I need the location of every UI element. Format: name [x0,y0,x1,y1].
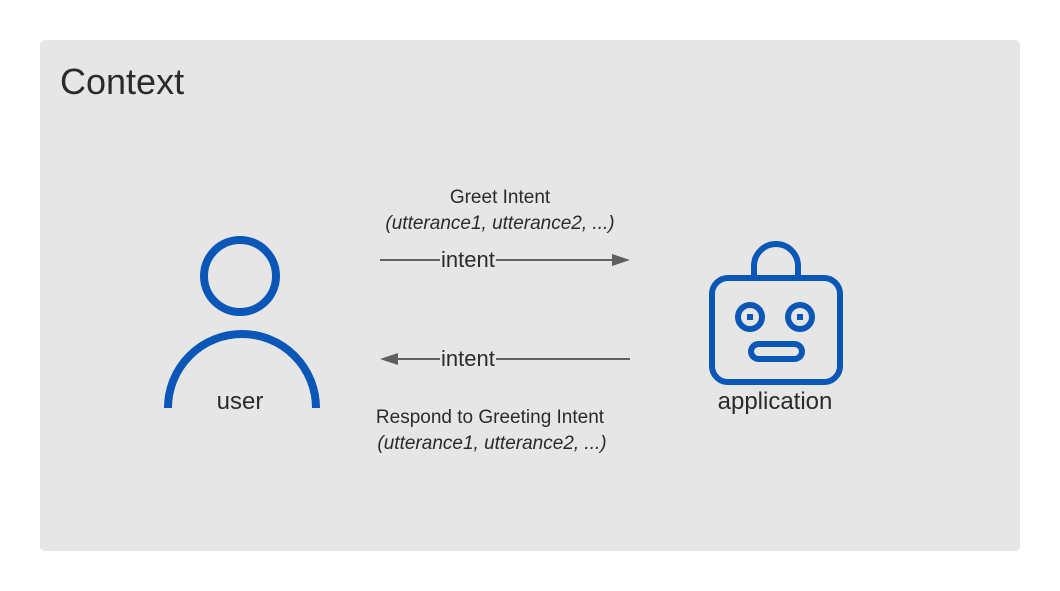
user-label: user [216,388,264,415]
context-box: Context [40,40,1020,551]
application-label: application [717,388,833,415]
arrow-label-top: intent [440,247,496,273]
message-utterances-respond: (utterance1, utterance2, ...) [377,433,607,454]
message-name-greet: Greet Intent [449,187,551,208]
message-name-respond: Respond to Greeting Intent [375,407,605,428]
arrow-label-bottom: intent [440,346,496,372]
message-utterances-greet: (utterance1, utterance2, ...) [385,213,615,234]
context-title: Context [60,61,185,102]
